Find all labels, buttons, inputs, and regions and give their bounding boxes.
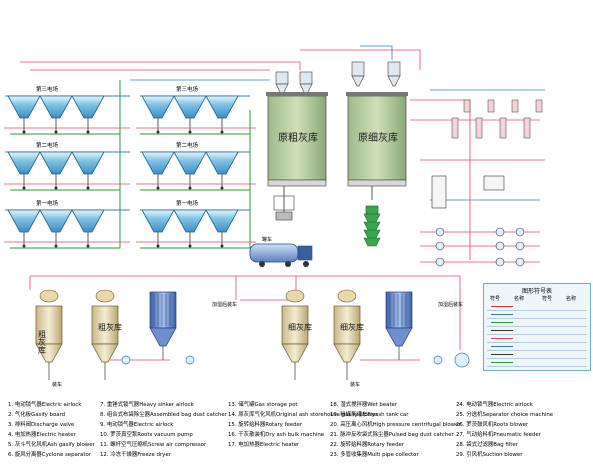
vent-label-1: 加湿后装车 bbox=[212, 301, 237, 308]
name-header-1: 名称 bbox=[514, 296, 525, 302]
symbol-table: 图形符号表 符号 名称 符号 名称 bbox=[483, 283, 591, 371]
truck-label-2: 装车 bbox=[350, 381, 360, 388]
electrostatic-hoppers: 第三电场 第三电场 第二电场 第二电场 第一电场 第一电场 bbox=[4, 80, 256, 249]
legend-item: 24. 电动锁气器Electric airlock bbox=[456, 402, 533, 408]
legend-item: 23. 多管收集器Multi pipe collector bbox=[330, 452, 419, 458]
legend-item: 26. 罗茨鼓风机Roots blower bbox=[456, 422, 529, 428]
symbol-row bbox=[487, 312, 587, 319]
legend-item: 21. 脉冲反吹袋式除尘器Pulsed bag dust catcher bbox=[330, 432, 454, 438]
symbol-table-title: 图形符号表 bbox=[521, 288, 552, 295]
legend-item: 22. 旋转给料器Rotary feeder bbox=[330, 442, 405, 448]
silo-fine-1-label: 细灰库 bbox=[288, 322, 312, 332]
field-label-3-right: 第三电场 bbox=[176, 85, 199, 93]
diagram-canvas: 第三电场 第三电场 第二电场 第二电场 第一电场 第一电场 bbox=[4, 45, 545, 388]
silo-fine-2-label: 细灰库 bbox=[340, 322, 364, 332]
legend-item: 9. 电动锁气器Electric airlock bbox=[100, 422, 174, 428]
symbol-header-2: 符号 bbox=[542, 296, 553, 302]
legend-item: 4. 电加热器Electric heater bbox=[8, 432, 76, 438]
silo-raw-fine-label: 原细灰库 bbox=[358, 131, 398, 144]
legend-item: 8. 组合式布袋除尘器Assembled bag dust catcher bbox=[100, 412, 227, 418]
legend-item: 5. 灰斗气化风机Ash gasify blower bbox=[8, 442, 95, 448]
storage-silos-row: 粗灰库 粗灰库 细灰库 细灰库 装车 bbox=[29, 275, 470, 388]
legend-item: 12. 冷冻干燥器Freeze dryer bbox=[100, 452, 171, 458]
symbol-row bbox=[487, 360, 587, 367]
name-header-2: 名称 bbox=[566, 296, 577, 302]
silo-coarse-2-label: 粗灰库 bbox=[98, 322, 122, 332]
equipment-legend: 1. 电动锁气器Electric airlock 2. 气化板Gasify bo… bbox=[8, 402, 593, 470]
legend-item: 19. 粉煤灰罐车Flyash tank car bbox=[330, 412, 409, 418]
symbol-header-1: 符号 bbox=[490, 296, 501, 302]
vent-label-2: 加湿后装车 bbox=[438, 301, 463, 308]
symbol-row bbox=[487, 336, 587, 343]
truck-label-1: 装车 bbox=[52, 381, 62, 388]
legend-item: 25. 分选机Separator choice machine bbox=[456, 412, 554, 418]
legend-item: 28. 袋式过滤器Bag filter bbox=[456, 442, 518, 448]
legend-item: 16. 干灰散装机Dry ash bulk machine bbox=[228, 432, 325, 438]
tank-car-label: 罐车 bbox=[262, 236, 272, 243]
legend-item: 13. 储气罐Gas storage pot bbox=[228, 402, 298, 408]
field-label-2-left: 第二电场 bbox=[36, 141, 59, 149]
silo-coarse-1-label: 粗灰库 bbox=[38, 329, 47, 355]
legend-item: 7. 重锤式锁气器Heavy sinker airlock bbox=[100, 402, 194, 408]
legend-item: 3. 排料阀Discharge valve bbox=[8, 422, 75, 428]
legend-item: 11. 螺杆空气压缩机Screw air compressor bbox=[100, 442, 207, 448]
legend-item: 29. 引风机Suction blower bbox=[456, 452, 523, 458]
legend-item: 18. 湿式搅拌器Wet beater bbox=[330, 402, 398, 408]
raw-ash-silos: 原粗灰库 原细灰库 罐车 bbox=[249, 61, 408, 267]
legend-item: 17. 电加热器Electric heater bbox=[228, 442, 300, 448]
symbol-row bbox=[487, 320, 587, 327]
legend-item: 27. 气动给料机Pneumatic feeder bbox=[456, 432, 541, 438]
symbol-row bbox=[487, 304, 587, 311]
legend-item: 6. 旋风分离器Cyclone separator bbox=[8, 452, 91, 458]
field-label-1-left: 第一电场 bbox=[36, 199, 59, 207]
legend-item: 20. 高压离心风机High pressure centrifugal blow… bbox=[330, 422, 461, 428]
legend-item: 10. 罗茨真空泵Roots vacuum pump bbox=[100, 432, 193, 438]
legend-item: 2. 气化板Gasify board bbox=[8, 412, 66, 418]
legend-item: 14. 原灰库气化风机Original ash storehouse gasif… bbox=[228, 412, 378, 418]
symbol-row bbox=[487, 344, 587, 351]
symbol-row bbox=[487, 328, 587, 335]
field-label-1-right: 第一电场 bbox=[176, 199, 199, 207]
symbol-row bbox=[487, 352, 587, 359]
silo-raw-coarse-label: 原粗灰库 bbox=[278, 131, 318, 144]
field-label-2-right: 第二电场 bbox=[176, 141, 199, 149]
top-pipes bbox=[20, 49, 421, 71]
legend-item: 1. 电动锁气器Electric airlock bbox=[8, 402, 82, 408]
field-label-3-left: 第三电场 bbox=[36, 85, 59, 93]
legend-item: 15. 旋转给料器Rotary feeder bbox=[228, 422, 303, 428]
